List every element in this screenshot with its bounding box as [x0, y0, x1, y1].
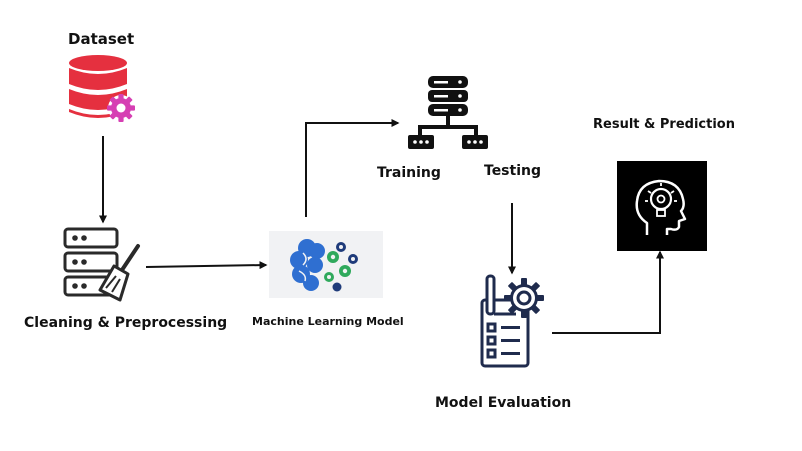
- database-gear-icon: [66, 54, 142, 128]
- server-network-icon: [408, 76, 488, 152]
- cleaning-label: Cleaning & Preprocessing: [24, 315, 228, 331]
- testing-label: Testing: [484, 163, 541, 179]
- evaluation-label: Model Evaluation: [435, 395, 572, 411]
- server-broom-icon: [62, 226, 144, 302]
- dataset-label: Dataset: [68, 30, 135, 48]
- head-lightbulb-icon: [635, 179, 687, 235]
- arrow-model-to-training: [305, 119, 400, 217]
- clipboard-gear-icon: [472, 274, 550, 370]
- brain-gears-icon: [290, 239, 358, 292]
- brain-gears-panel: [269, 231, 383, 298]
- result-panel: [617, 161, 707, 251]
- arrow-cleaning-to-model: [145, 261, 268, 270]
- result-label: Result & Prediction: [593, 117, 735, 132]
- arrow-evaluation-to-result: [552, 250, 664, 334]
- model-label: Machine Learning Model: [252, 315, 404, 328]
- training-label: Training: [377, 165, 441, 181]
